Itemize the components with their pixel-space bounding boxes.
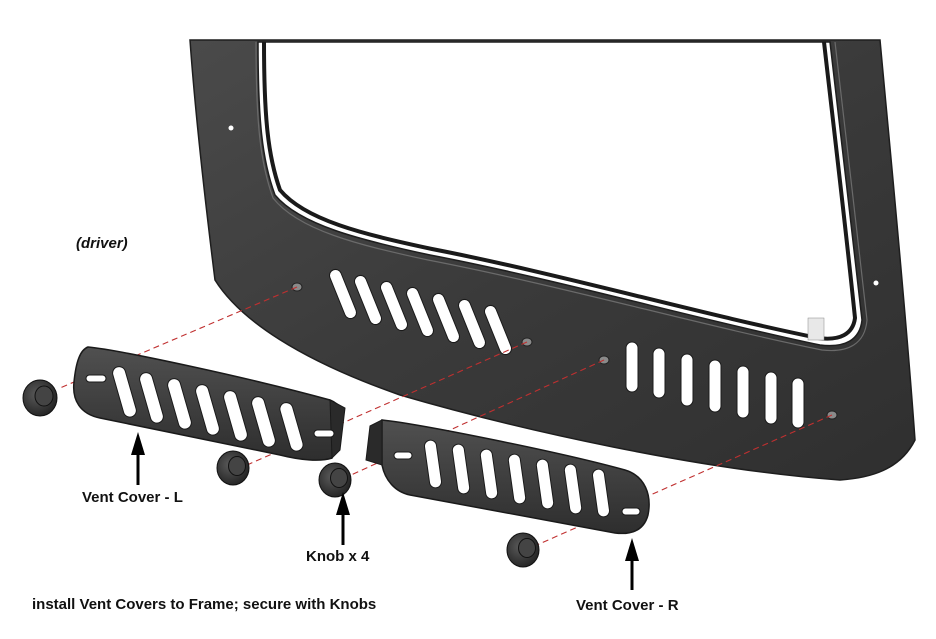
arrow-vent-cover-left — [131, 432, 145, 485]
knob-1 — [22, 379, 58, 417]
vent-cover-right-mount-slot — [621, 507, 641, 516]
vent-cover-left-label: Vent Cover - L — [82, 489, 183, 506]
driver-side-note: (driver) — [76, 235, 128, 252]
arrow-knob — [336, 492, 350, 545]
frame-mount-hole — [228, 125, 234, 131]
callout-arrows — [131, 432, 639, 590]
vent-cover-left-mount-slot — [313, 429, 335, 438]
vent-cover-left-bend — [329, 399, 346, 460]
frame-inner-rim-highlight — [255, 41, 868, 352]
frame-mount-hole — [873, 280, 879, 286]
knob-3 — [318, 462, 352, 498]
instruction-text: install Vent Covers to Frame; secure wit… — [32, 596, 377, 613]
vent-cover-right-mount-slot — [393, 451, 413, 460]
frame-body — [189, 39, 916, 481]
frame — [189, 39, 916, 481]
frame-vent-slots-left — [329, 268, 512, 356]
vent-cover-right — [365, 419, 650, 535]
vent-cover-right-label: Vent Cover - R — [576, 597, 679, 614]
frame-vent-slots-right — [625, 341, 805, 429]
vent-cover-right-bend — [365, 419, 383, 466]
vent-cover-right-slots — [423, 439, 611, 518]
vent-cover-left — [72, 346, 346, 461]
frame-label-sticker — [807, 317, 825, 341]
knob-label: Knob x 4 — [306, 548, 370, 565]
arrow-vent-cover-right — [625, 538, 639, 590]
frame-inner-rim — [262, 41, 858, 341]
vent-cover-left-mount-slot — [85, 374, 107, 383]
vent-cover-left-slots — [112, 366, 304, 452]
knobs — [22, 379, 540, 568]
knob-4 — [506, 532, 540, 568]
knob-2 — [216, 450, 250, 486]
